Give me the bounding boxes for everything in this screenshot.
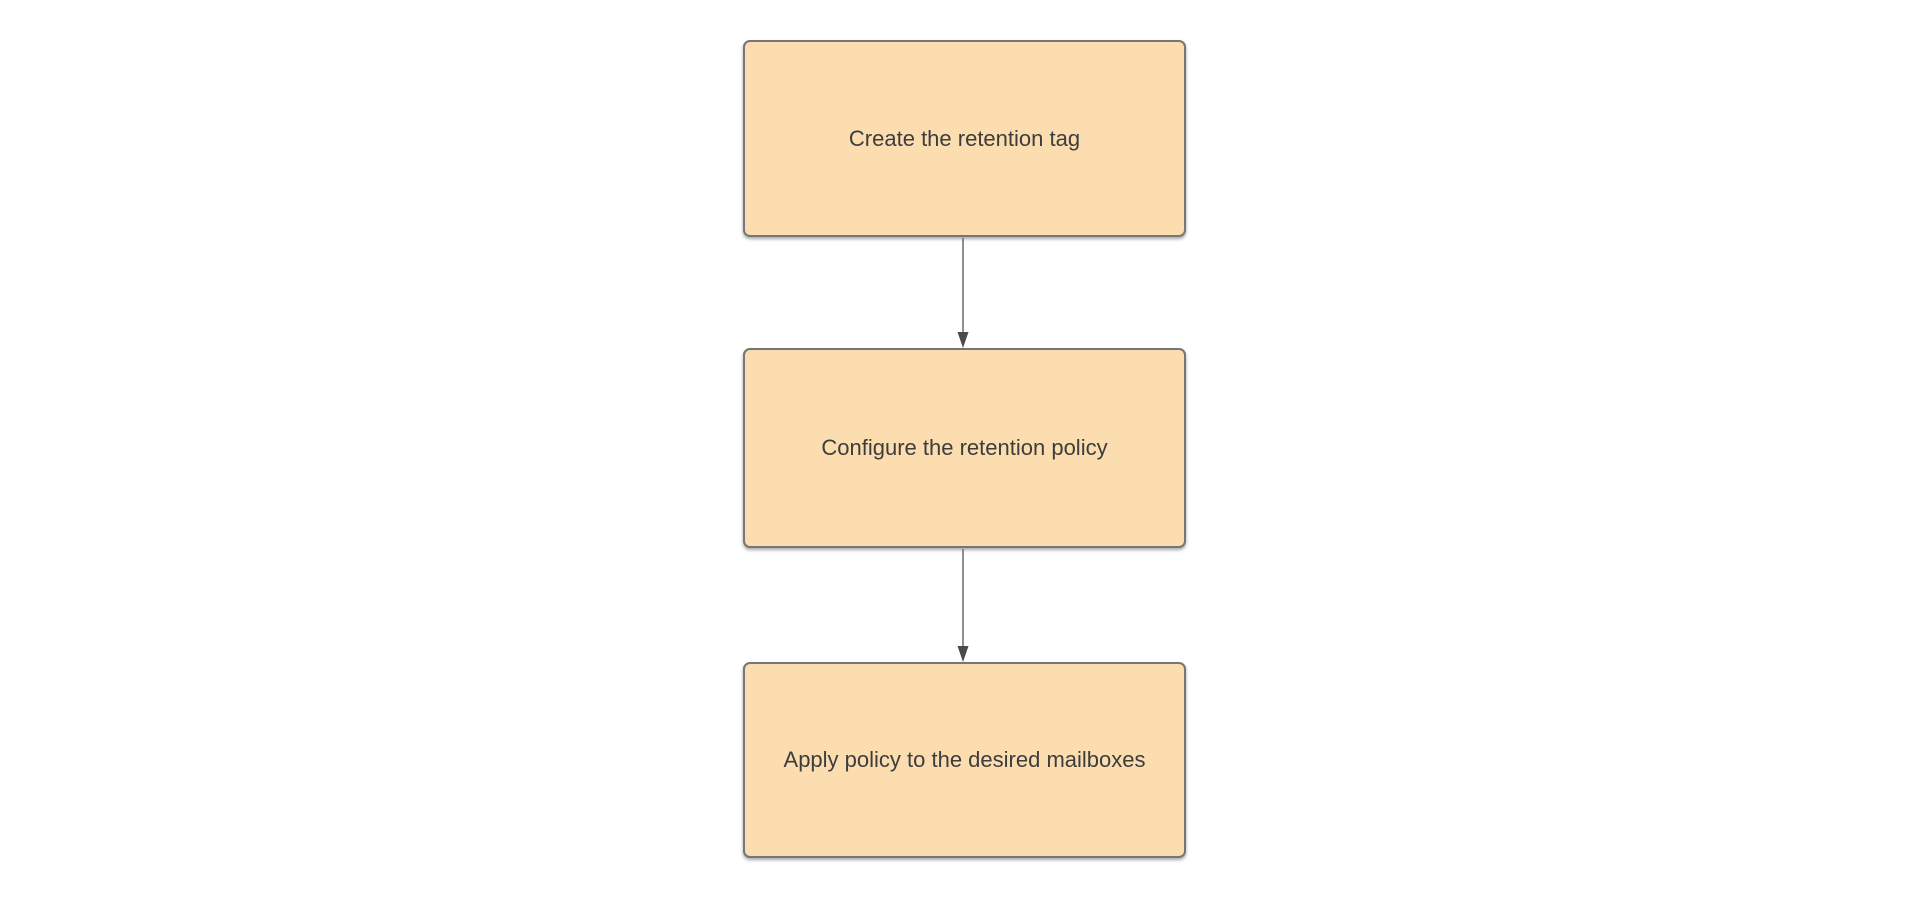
arrowhead-down-icon <box>957 646 969 662</box>
flowchart-node-apply-policy-mailboxes: Apply policy to the desired mailboxes <box>743 662 1186 858</box>
node-label: Configure the retention policy <box>821 435 1108 461</box>
node-label: Create the retention tag <box>848 125 1081 151</box>
flowchart-node-create-retention-tag: Create the retention tag <box>743 40 1186 237</box>
node-label: Apply policy to the desired mailboxes <box>783 747 1146 773</box>
connector-arrow-2 <box>957 549 969 662</box>
arrowhead-down-icon <box>957 332 969 348</box>
flowchart-node-configure-retention-policy: Configure the retention policy <box>743 348 1186 548</box>
connector-arrow-1 <box>957 238 969 348</box>
